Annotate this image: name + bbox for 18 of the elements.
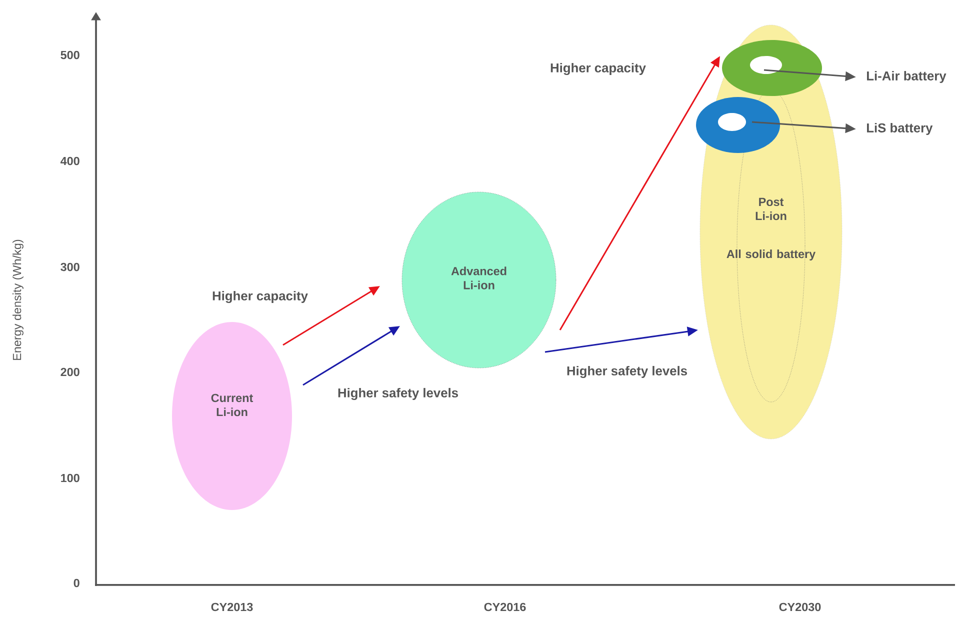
tick-label: 200 [60, 368, 80, 376]
edge-label: Higher capacity [210, 290, 310, 304]
tick-label: 0 [74, 578, 80, 588]
tick-label: 100 [61, 474, 80, 482]
tick-label: 400 [60, 156, 80, 166]
tick-label: 500 [60, 50, 80, 60]
year-label: CY2013 [211, 602, 253, 612]
tick-label: 300 [60, 262, 80, 272]
node-label: Li-Air battery [867, 71, 946, 83]
edge-label: Higher capacity [548, 62, 648, 76]
axis-title: Energy density (Wh/kg) [12, 240, 24, 360]
edge-label: Higher safety levels [336, 386, 460, 402]
node-label: LiS battery [867, 123, 933, 135]
year-label: CY2030 [779, 602, 821, 612]
year-label: CY2016 [484, 602, 526, 612]
ball [696, 97, 780, 153]
edge-label: Higher safety levels [565, 364, 689, 380]
ball [722, 40, 822, 96]
